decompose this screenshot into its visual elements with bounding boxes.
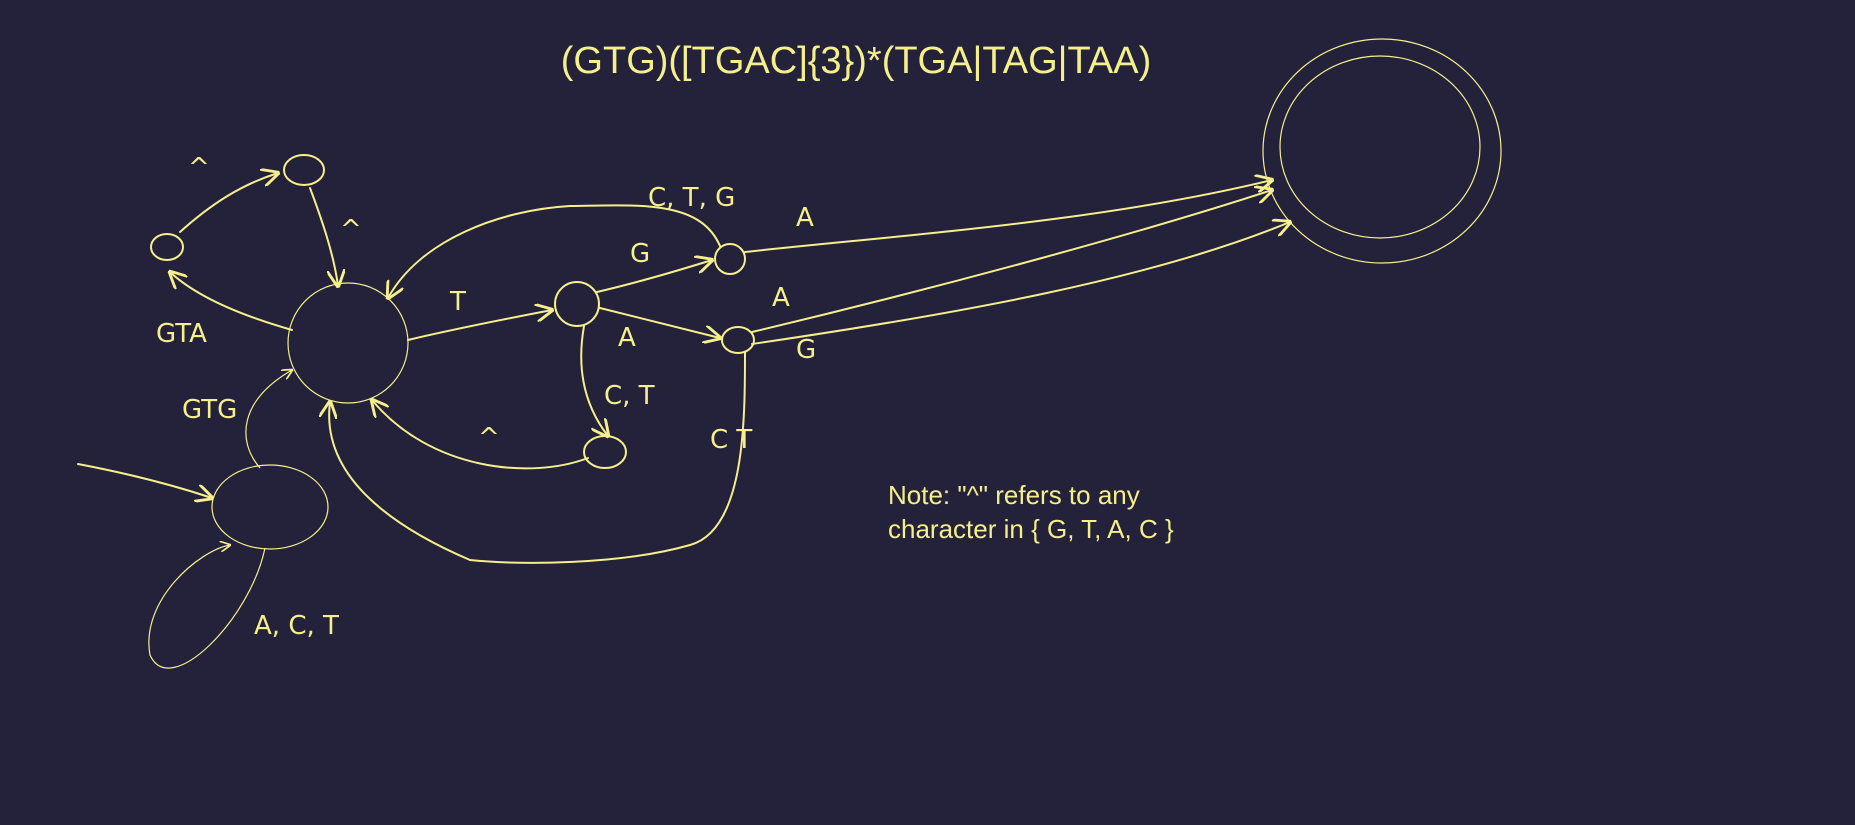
label-q1-to-q2: ^ <box>188 153 210 183</box>
start-state <box>211 464 329 550</box>
edge-t-to-ta <box>599 307 720 338</box>
edge-main-to-q1 <box>170 272 293 331</box>
state-q2 <box>283 154 325 186</box>
entry-arrow <box>77 463 212 498</box>
edge-tg-to-main <box>388 204 721 298</box>
note-text: Note: "^" refers to any character in { G… <box>888 478 1174 546</box>
regex-title: (GTG)([TGAC]{3})*(TGA|TAG|TAA) <box>560 40 1152 82</box>
edge-lower-to-main <box>372 400 589 470</box>
edge-q2-to-main <box>309 187 338 286</box>
edge-start-self-loop <box>148 545 266 669</box>
edge-t-to-tg <box>596 260 712 293</box>
label-ta-to-main: C T <box>710 425 752 455</box>
label-t-to-ta: A <box>618 323 636 353</box>
edge-ta-to-main <box>329 351 746 564</box>
label-start-to-main: GTG <box>182 395 237 425</box>
label-ta-to-final-a: A <box>772 283 790 313</box>
label-t-to-lower: C, T <box>604 381 655 411</box>
label-loop-start: A, C, T <box>254 611 339 641</box>
label-tg-to-main: C, T, G <box>648 183 735 213</box>
label-main-to-q1: GTA <box>156 319 207 349</box>
label-t-to-tg: G <box>630 239 650 269</box>
edge-ta-to-final-a <box>751 190 1272 333</box>
state-ta <box>721 326 755 354</box>
edge-ta-to-final-g <box>751 222 1290 345</box>
edge-q1-to-q2 <box>179 173 278 233</box>
label-q2-to-main: ^ <box>340 215 362 245</box>
edge-tg-to-final <box>744 180 1272 253</box>
final-state-outer-ring <box>1262 38 1502 264</box>
final-state-inner-ring <box>1279 55 1481 239</box>
label-lower-to-main: ^ <box>478 423 500 453</box>
label-main-to-t: T <box>449 287 466 317</box>
note-line-2: character in { G, T, A, C } <box>888 514 1174 544</box>
edge-start-to-main <box>245 370 292 469</box>
state-q1 <box>150 233 184 261</box>
label-ta-to-final-g: G <box>796 335 816 365</box>
state-tg <box>714 243 746 275</box>
edge-t-to-lower <box>580 325 608 436</box>
label-tg-to-final: A <box>796 203 814 233</box>
note-line-1: Note: "^" refers to any <box>888 480 1140 510</box>
edge-main-to-t <box>407 310 552 341</box>
main-state <box>287 282 409 404</box>
state-t <box>554 281 600 327</box>
state-lower <box>583 435 627 469</box>
